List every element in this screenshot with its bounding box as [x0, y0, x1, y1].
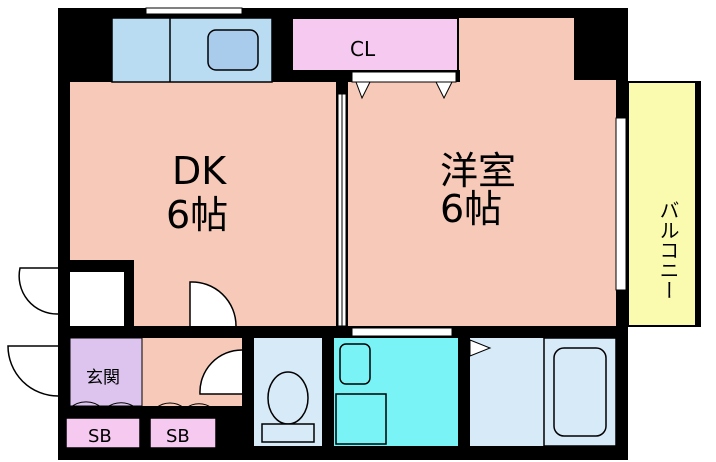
closet-door-swing-left — [355, 81, 371, 100]
entry-door-swing — [7, 345, 59, 397]
dk-room-size: 6帖 — [166, 193, 228, 237]
closet-label: CL — [350, 37, 376, 61]
shoe-box-1 — [65, 417, 141, 449]
service-wall — [58, 326, 628, 338]
dk-room-name: DK — [172, 149, 227, 193]
balcony-label: バルコニー — [656, 200, 680, 300]
shoe-box-2 — [149, 417, 217, 449]
wash-basin — [339, 343, 371, 385]
shoe-box-1-doors — [69, 401, 137, 409]
shoe-box-2-doors — [155, 402, 213, 409]
washing-machine — [335, 393, 387, 445]
balcony-rail — [695, 82, 700, 326]
side-door-swing — [18, 267, 59, 315]
bathtub-basin — [553, 347, 607, 437]
washroom-sliding-door — [351, 327, 453, 337]
closet-door-swing-right — [435, 81, 453, 100]
shoe-box-2-label: SB — [166, 426, 190, 447]
closet-doors — [351, 71, 457, 83]
kitchen-window — [145, 7, 243, 15]
closet — [291, 17, 459, 73]
entrance-label: 玄関 — [86, 368, 120, 388]
dk-door-swing — [189, 281, 237, 327]
balcony-window — [615, 117, 627, 291]
dk-notch-inner — [70, 272, 124, 326]
toilet-door-swing — [199, 349, 243, 395]
shoe-box-1-label: SB — [88, 426, 112, 447]
western-room-name: 洋室 — [440, 149, 516, 193]
balcony — [627, 81, 701, 327]
entrance — [69, 337, 143, 407]
western-corner — [574, 18, 616, 80]
western-room-size: 6帖 — [440, 187, 502, 231]
toilet-tank — [261, 423, 315, 443]
bath-door-swing — [469, 339, 492, 357]
kitchen-sink — [207, 29, 259, 71]
